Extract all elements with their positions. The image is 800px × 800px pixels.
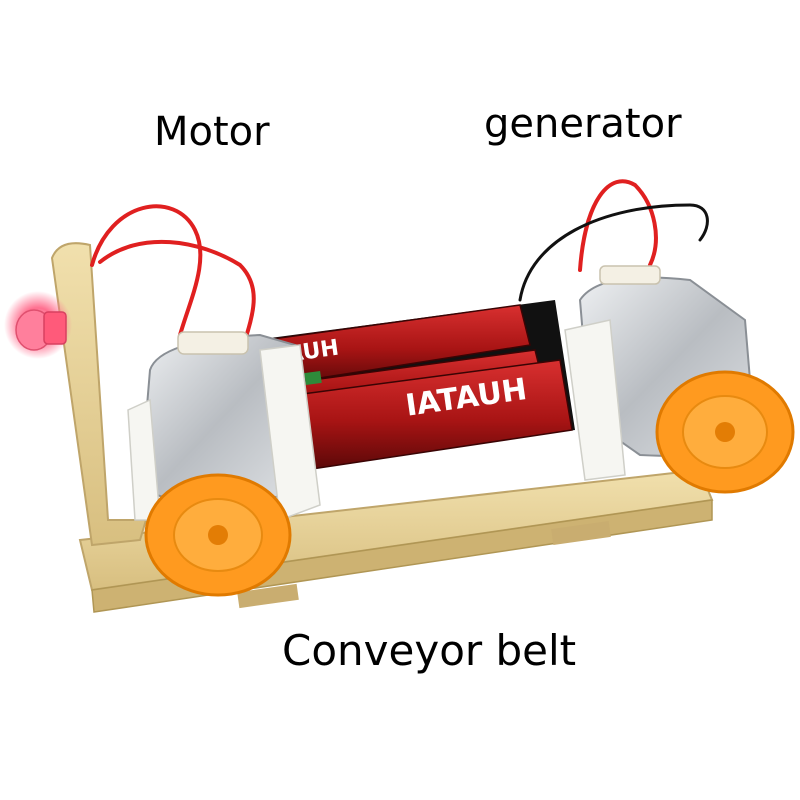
left-pulley-wheel	[144, 473, 292, 597]
wooden-upright-stick	[50, 242, 148, 547]
generator-wires	[518, 179, 709, 302]
motor-wires	[90, 204, 256, 342]
motor	[127, 331, 321, 522]
motor-label: Motor	[154, 109, 270, 155]
red-led	[4, 291, 72, 359]
generator-label: generator	[484, 101, 682, 147]
battery-bottom: HUATAI	[294, 359, 573, 471]
conveyor-belt-label: Conveyor belt	[282, 626, 577, 675]
right-pulley-wheel	[655, 370, 795, 494]
